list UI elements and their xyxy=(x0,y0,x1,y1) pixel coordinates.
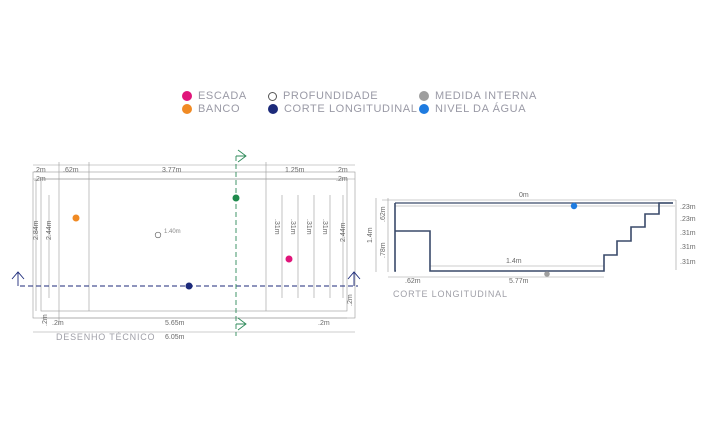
bottom-cut-arrow-icon xyxy=(236,317,247,331)
profundidade-marker xyxy=(154,231,162,239)
top-cut-arrow-icon xyxy=(236,149,247,163)
legend-label-medida: MEDIDA INTERNA xyxy=(435,90,537,102)
legend-label-corte: CORTE LONGITUDINAL xyxy=(284,103,418,115)
water-level-label: 0m xyxy=(519,192,529,199)
plan-view xyxy=(32,162,356,333)
legend-profundidade: PROFUNDIDADE xyxy=(268,90,378,102)
nivel-dot-icon xyxy=(419,104,429,114)
plan-top-dim-7: .2m xyxy=(336,176,348,183)
section-right-dim-1: .23m xyxy=(680,204,696,211)
left-section-arrow-icon xyxy=(11,271,25,286)
medida-dot-icon xyxy=(419,91,429,101)
legend-label-banco: BANCO xyxy=(198,103,241,115)
escada-marker xyxy=(285,255,293,263)
plan-depth-label: 1.40m xyxy=(164,229,181,235)
legend-label-profundidade: PROFUNDIDADE xyxy=(283,90,379,102)
plan-top-dim-5: 1.25m xyxy=(285,167,305,174)
right-section-arrow-icon xyxy=(347,271,361,286)
section-left-dim-3: .78m xyxy=(380,242,387,258)
plan-inner-frame xyxy=(40,178,348,312)
plan-step-dim-2: .31m xyxy=(289,219,296,235)
legend-banco: BANCO xyxy=(182,103,240,115)
plan-left-dim-2: 2.44m xyxy=(46,220,53,240)
plan-outer-frame xyxy=(32,171,356,319)
plan-top-dim-1: .2m xyxy=(34,167,46,174)
medida-interna-marker xyxy=(544,271,550,277)
escada-dot-icon xyxy=(182,91,192,101)
legend-label-nivel: NIVEL DA ÁGUA xyxy=(435,103,527,115)
banco-marker xyxy=(72,214,80,222)
section-left-dim-1: 1.4m xyxy=(367,227,374,243)
section-right-dim-2: .23m xyxy=(680,216,696,223)
profundidade-dot-icon xyxy=(268,91,277,101)
plan-step-dim-4: .31m xyxy=(321,219,328,235)
banco-dot-icon xyxy=(182,104,192,114)
plan-bottom-dim-3: 5.65m xyxy=(165,320,185,327)
legend-label-escada: ESCADA xyxy=(198,90,247,102)
plan-bottom-dim-4: .2m xyxy=(318,320,330,327)
plan-bottom-dim-5: 6.05m xyxy=(165,334,185,341)
section-right-dim-5: .31m xyxy=(680,259,696,266)
plan-step-dim-1: .31m xyxy=(273,219,280,235)
section-left-dim-2: .62m xyxy=(380,206,387,222)
plan-top-dim-3: .62m xyxy=(63,167,79,174)
plan-bottom-dim-2: .2m xyxy=(52,320,64,327)
plan-step-dim-3: .31m xyxy=(305,219,312,235)
legend-escada: ESCADA xyxy=(182,90,247,102)
plan-top-dim-6: .2m xyxy=(336,167,348,174)
legend-nivel: NIVEL DA ÁGUA xyxy=(419,103,526,115)
corte-marker xyxy=(185,282,193,290)
section-right-dim-4: .31m xyxy=(680,244,696,251)
section-caption: CORTE LONGITUDINAL xyxy=(393,289,508,299)
plan-right-dim-1: 2.44m xyxy=(340,222,347,242)
floor-depth-label: 1.4m xyxy=(506,258,522,265)
legend-corte: CORTE LONGITUDINAL xyxy=(268,103,417,115)
plan-right-dim-2: .2m xyxy=(347,294,354,306)
corte-dot-icon xyxy=(268,104,278,114)
plan-top-dim-2: .2m xyxy=(34,176,46,183)
section-view xyxy=(375,198,677,278)
plan-top-dim-4: 3.77m xyxy=(162,167,182,174)
plan-caption: DESENHO TÉCNICO xyxy=(56,332,156,342)
section-bottom-dim-1: .62m xyxy=(405,278,421,285)
legend-medida: MEDIDA INTERNA xyxy=(419,90,537,102)
water-level-marker xyxy=(570,202,578,210)
plan-left-dim-1: 2.84m xyxy=(33,220,40,240)
pool-profile xyxy=(394,202,673,272)
plan-bottom-dim-1: .2m xyxy=(42,314,49,326)
section-right-dim-3: .31m xyxy=(680,230,696,237)
green-marker xyxy=(232,194,240,202)
section-bottom-dim-2: 5.77m xyxy=(509,278,529,285)
